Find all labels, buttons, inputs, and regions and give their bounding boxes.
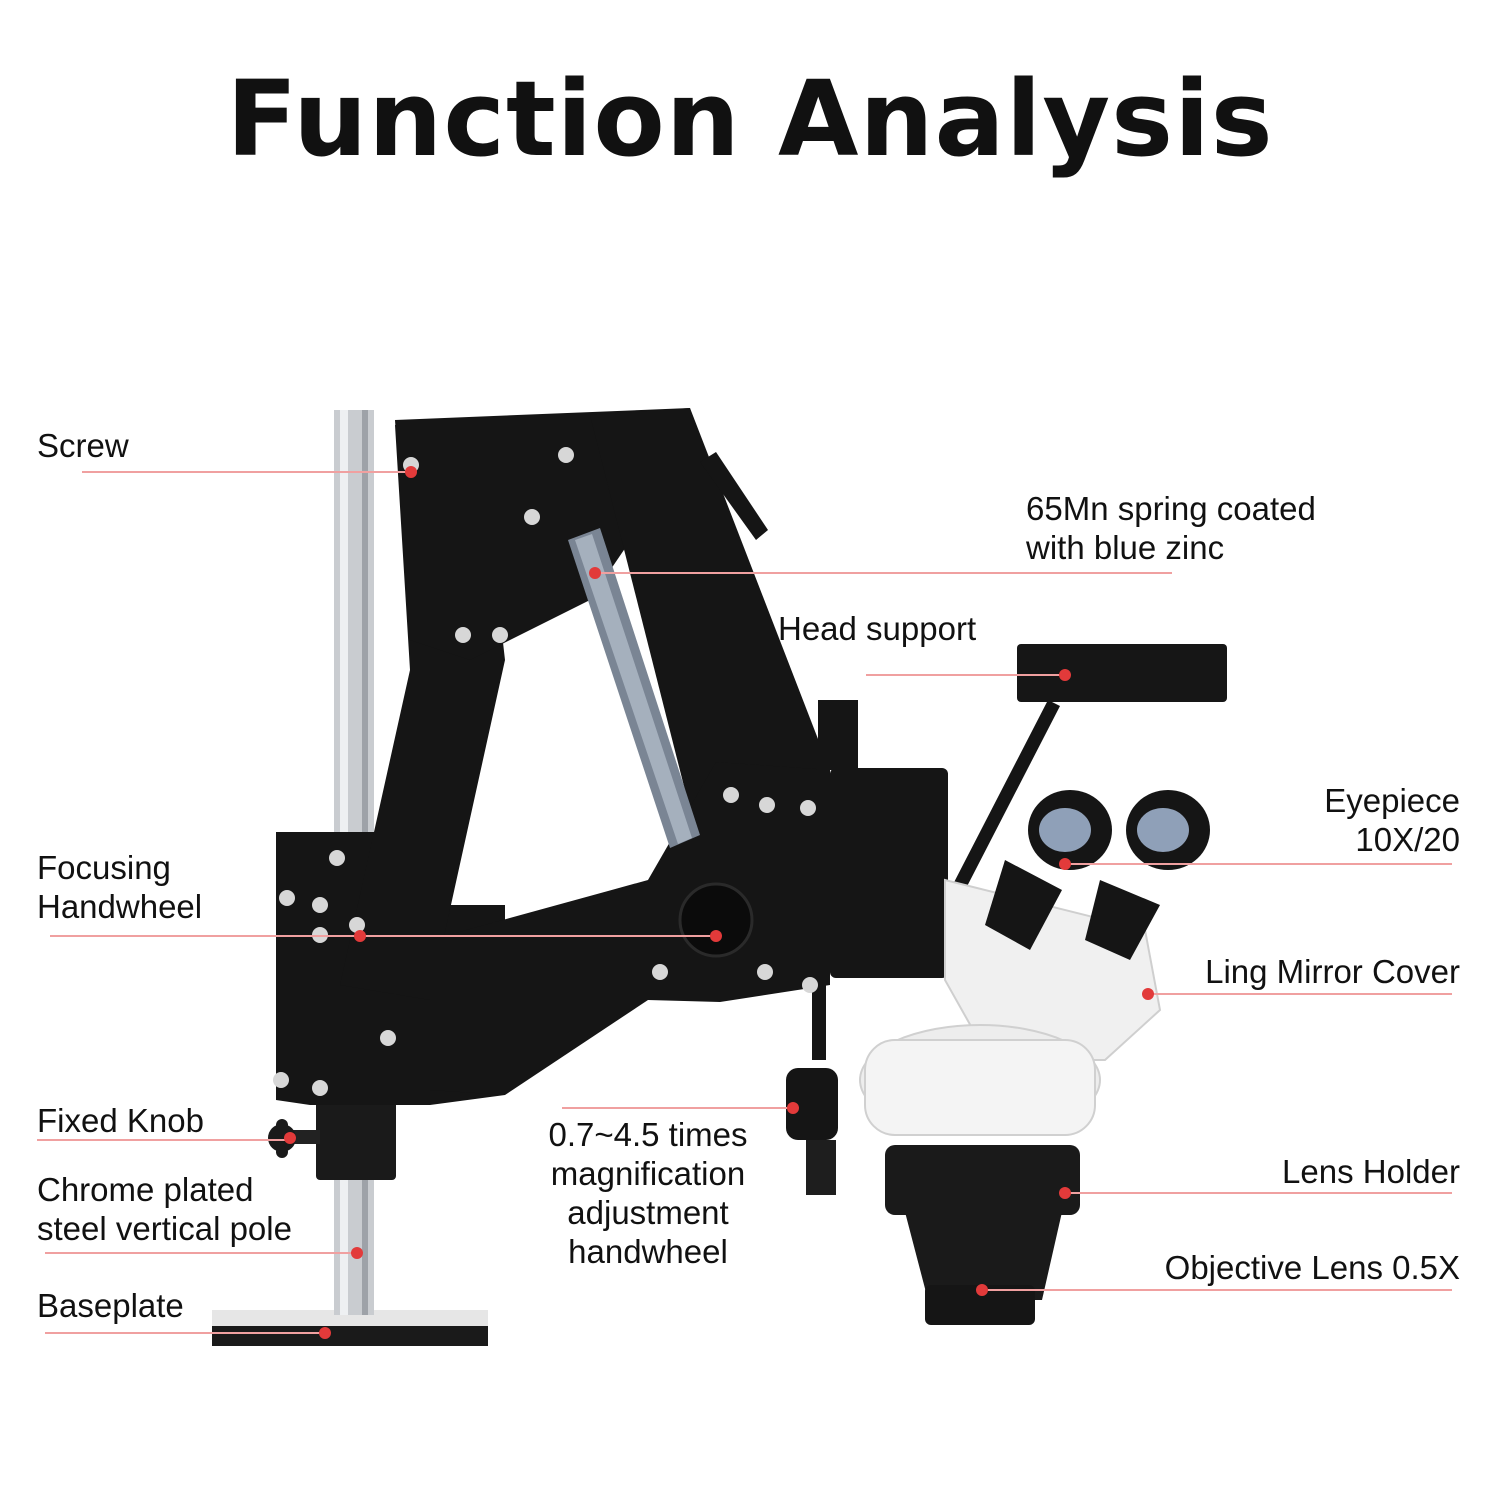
label-fixed-knob: Fixed Knob bbox=[37, 1102, 204, 1139]
articulated-arm-graphic bbox=[276, 408, 948, 1105]
dot-ling-mirror bbox=[1142, 988, 1154, 1000]
label-eyepiece-line2: 10X/20 bbox=[1355, 821, 1460, 858]
label-magnification-line3: adjustment bbox=[567, 1194, 729, 1231]
eyepieces-graphic bbox=[985, 790, 1210, 960]
dot-lens-holder bbox=[1059, 1187, 1071, 1199]
dot-focusing bbox=[710, 930, 722, 942]
dot-screw bbox=[405, 466, 417, 478]
dot-spring bbox=[589, 567, 601, 579]
label-focusing-line2: Handwheel bbox=[37, 888, 203, 925]
label-pole-line1: Chrome plated bbox=[37, 1171, 254, 1208]
label-spring-line1: 65Mn spring coated bbox=[1026, 490, 1316, 527]
page-title: Function Analysis bbox=[226, 58, 1274, 180]
spring-graphic bbox=[568, 528, 700, 848]
dot-head-support bbox=[1059, 669, 1071, 681]
label-eyepiece: Eyepiece 10X/20 bbox=[1324, 781, 1460, 859]
label-objective: Objective Lens 0.5X bbox=[1164, 1249, 1460, 1286]
label-pole: Chrome plated steel vertical pole bbox=[37, 1170, 292, 1248]
baseplate-graphic bbox=[212, 1310, 488, 1346]
focusing-handwheel-graphic bbox=[678, 882, 754, 958]
dot-magnification bbox=[787, 1102, 799, 1114]
pole-collar-graphic bbox=[316, 1098, 396, 1180]
label-eyepiece-line1: Eyepiece bbox=[1324, 782, 1460, 819]
label-magnification-line4: handwheel bbox=[568, 1233, 728, 1270]
label-spring-line2: with blue zinc bbox=[1026, 529, 1225, 566]
leader-lines bbox=[37, 471, 1452, 1334]
label-magnification: 0.7~4.5 times magnification adjustment h… bbox=[518, 1115, 778, 1271]
label-focusing: Focusing Handwheel bbox=[37, 848, 202, 926]
label-screw: Screw bbox=[37, 427, 129, 464]
label-magnification-line2: magnification bbox=[550, 1155, 746, 1192]
leader-dots bbox=[284, 466, 1154, 1339]
dot-baseplate bbox=[319, 1327, 331, 1339]
label-magnification-line1: 0.7~4.5 times bbox=[548, 1116, 748, 1153]
dot-eyepiece bbox=[1059, 858, 1071, 870]
head-support-graphic bbox=[948, 644, 1227, 900]
label-pole-line2: steel vertical pole bbox=[37, 1210, 292, 1247]
label-spring: 65Mn spring coated with blue zinc bbox=[1026, 489, 1316, 567]
label-baseplate: Baseplate bbox=[37, 1287, 184, 1324]
label-lens-holder: Lens Holder bbox=[1282, 1153, 1460, 1190]
dot-fixed-knob bbox=[284, 1132, 296, 1144]
dot-pole bbox=[351, 1247, 363, 1259]
dot-objective bbox=[976, 1284, 988, 1296]
fixed-knob-graphic bbox=[268, 1119, 320, 1158]
label-focusing-line1: Focusing bbox=[37, 849, 171, 886]
label-ling-mirror: Ling Mirror Cover bbox=[1205, 953, 1460, 990]
dot-focusing-2 bbox=[354, 930, 366, 942]
label-head-support: Head support bbox=[778, 610, 977, 647]
